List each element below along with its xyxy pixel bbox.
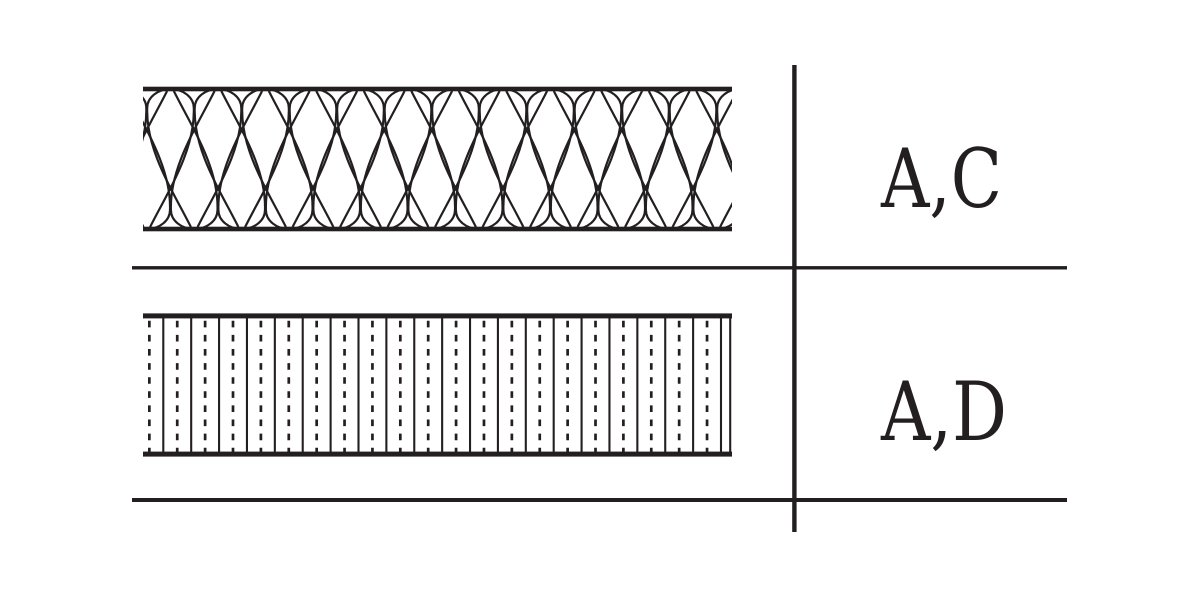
row-divider-line-1 bbox=[132, 266, 1067, 270]
board-insulation-swatch bbox=[143, 313, 732, 457]
legend-row-2: A,D bbox=[143, 313, 1007, 460]
row-1-label: A,C bbox=[880, 133, 1002, 227]
row-divider-line-2 bbox=[132, 498, 1067, 502]
column-divider-line bbox=[792, 65, 797, 532]
legend-row-1: A,C bbox=[143, 86, 1002, 232]
row-2-label: A,D bbox=[880, 366, 1007, 460]
legend-grid-lines bbox=[132, 65, 1067, 532]
batt-insulation-swatch bbox=[143, 86, 732, 232]
